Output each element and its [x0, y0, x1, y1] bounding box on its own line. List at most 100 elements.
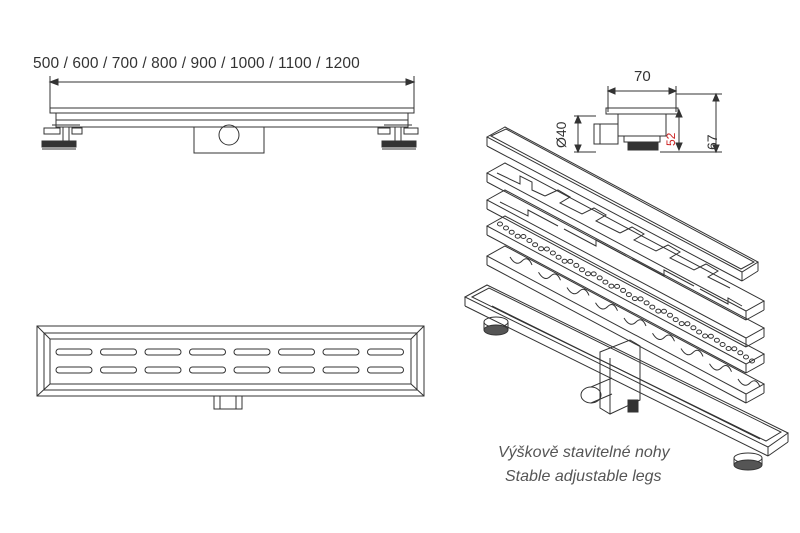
total-height-dimension-label: 67: [704, 134, 720, 150]
grate-slot: [56, 367, 92, 373]
grate-wave-slot: [596, 303, 618, 311]
grate-wave-slot: [567, 288, 589, 296]
frame-outer: [37, 326, 424, 396]
inner-height-dimension-label: 52: [664, 132, 678, 146]
grate-slot: [234, 349, 270, 355]
grate-dot: [662, 309, 667, 313]
grate-dot: [714, 338, 719, 342]
grate-dot: [574, 263, 579, 267]
grate-wave-slot: [653, 333, 675, 341]
cross-section-view: [574, 86, 722, 152]
grate-wave-slot: [710, 364, 732, 372]
channel-outlet-pipe: [581, 387, 601, 403]
top-view: [37, 326, 424, 409]
grate-dot: [644, 301, 649, 305]
pipe-stub: [594, 124, 618, 144]
grate-wave-slot: [510, 257, 532, 265]
grate-dot: [515, 234, 520, 238]
grate-dot: [521, 235, 526, 239]
grate-slot: [101, 367, 137, 373]
grate-dot: [586, 272, 591, 276]
grate-slots: [56, 349, 404, 373]
caption-czech: Výškově stavitelné nohy: [498, 444, 670, 461]
grate-meander-layer: [487, 163, 764, 320]
grate-slot: [234, 367, 270, 373]
grate-dot: [544, 247, 549, 251]
grate-dot: [732, 347, 737, 351]
grate-dot: [591, 272, 596, 276]
grate-dot: [726, 347, 731, 351]
grate-dot: [597, 276, 602, 280]
grate-dot: [656, 309, 661, 313]
grate-dot: [568, 259, 573, 263]
grate-wave-slot: [738, 379, 760, 387]
grate-dot: [650, 305, 655, 309]
grate-dot: [562, 259, 567, 263]
grate-wave-slot: [681, 349, 703, 357]
grate-dot: [603, 280, 608, 284]
grate-dot: [550, 251, 555, 255]
drain-channel: [465, 285, 788, 470]
width-dimension-label: 70: [634, 68, 651, 85]
grate-dot: [533, 243, 538, 247]
diameter-dimension-label: Ø40: [553, 121, 569, 148]
grate-slot: [101, 349, 137, 355]
side-elevation-view: [42, 76, 418, 153]
grate-dot: [685, 322, 690, 326]
outlet-pipe: [219, 125, 239, 145]
grate-slot-layer: [487, 190, 764, 347]
grate-dot: [744, 355, 749, 359]
grate-dot: [708, 334, 713, 338]
caption-english: Stable adjustable legs: [505, 468, 662, 485]
grate-dot: [720, 343, 725, 347]
grate-dot: [638, 297, 643, 301]
grate-dot: [632, 297, 637, 301]
grate-dot: [621, 288, 626, 292]
grate-frame-layer: [487, 127, 758, 281]
length-options-label: 500 / 600 / 700 / 800 / 900 / 1000 / 110…: [33, 55, 360, 72]
grate-wave-slot: [539, 272, 561, 280]
grate-slot: [368, 367, 404, 373]
outlet-bottom: [214, 396, 242, 409]
grate-dot: [498, 222, 503, 226]
grate-slot: [145, 349, 181, 355]
grate-slot: [145, 367, 181, 373]
grate-dot: [750, 359, 755, 363]
grate-inner: [50, 339, 411, 384]
grate-slot: [190, 367, 226, 373]
grate-dot: [626, 293, 631, 297]
grate-wave-slot: [624, 318, 646, 326]
grate-dot: [509, 230, 514, 234]
grate-dot: [691, 326, 696, 330]
right-leg: [378, 125, 418, 149]
grate-slot: [279, 349, 315, 355]
channel-outlet-box: [600, 340, 640, 414]
grate-dot: [697, 330, 702, 334]
grate-wave-layer: [487, 246, 764, 403]
grate-dot: [738, 351, 743, 355]
grate-slot: [279, 367, 315, 373]
grate-dot: [527, 239, 532, 243]
grate-dot: [580, 268, 585, 272]
grate-dot: [615, 284, 620, 288]
grate-slot: [323, 367, 359, 373]
grate-dot: [673, 318, 678, 322]
grate-dot: [703, 334, 708, 338]
exploded-isometric-view: [465, 127, 788, 470]
outlet-box: [194, 127, 264, 153]
grate-top-plate: [50, 108, 414, 113]
grate-dot: [539, 247, 544, 251]
grate-dot: [609, 284, 614, 288]
grate-dotted-layer: [487, 216, 764, 373]
grate-dot: [679, 322, 684, 326]
grate-dot: [504, 226, 509, 230]
grate-slot: [323, 349, 359, 355]
left-leg: [42, 125, 82, 149]
grate-slot: [56, 349, 92, 355]
grate-slot: [368, 349, 404, 355]
grate-slot: [190, 349, 226, 355]
grate-dot: [556, 255, 561, 259]
grate-dot: [668, 313, 673, 317]
